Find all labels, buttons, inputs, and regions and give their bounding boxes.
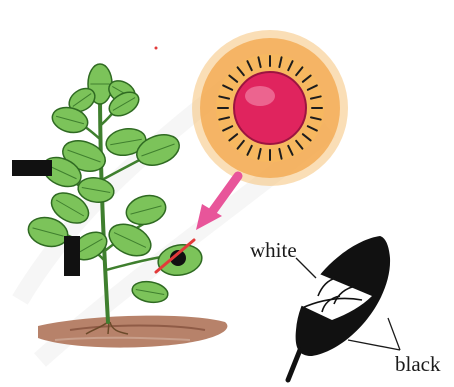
black-strip-lower	[64, 236, 80, 276]
sun-icon	[155, 30, 349, 186]
black-strip-top	[12, 160, 52, 176]
soil	[38, 316, 227, 348]
plant-icon	[12, 64, 204, 334]
label-black: black	[395, 354, 440, 375]
label-white: white	[250, 240, 297, 261]
leaf-icon	[288, 236, 390, 380]
